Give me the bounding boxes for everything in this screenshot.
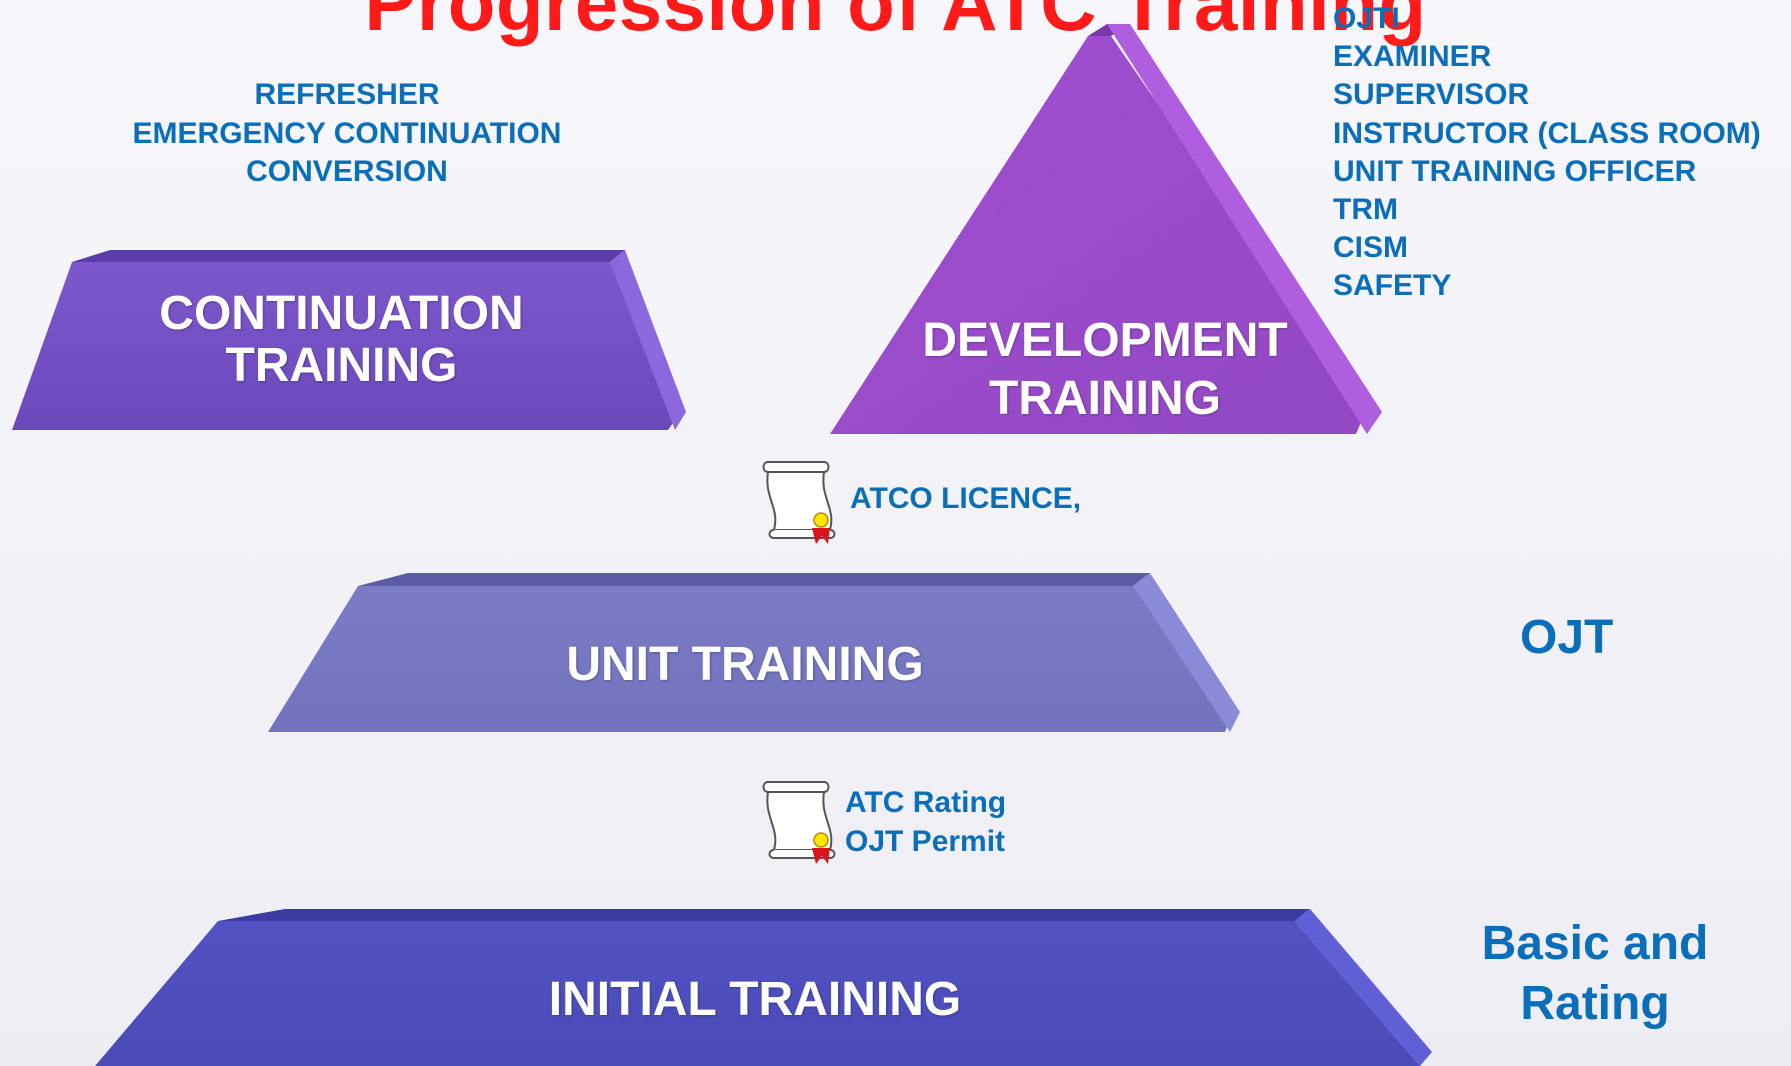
list-item: CISM xyxy=(1333,231,1408,265)
list-item: INSTRUCTOR (CLASS ROOM) xyxy=(1333,116,1761,150)
list-item: OJTI xyxy=(1333,2,1400,35)
continuation-items-list: REFRESHER EMERGENCY CONTINUATION CONVERS… xyxy=(0,76,694,192)
rating-permit-label: ATC Rating OJT Permit xyxy=(845,784,1006,861)
list-item: REFRESHER xyxy=(254,78,440,111)
continuation-label-line1: CONTINUATION xyxy=(159,287,524,340)
development-label-line1: DEVELOPMENT xyxy=(922,314,1288,367)
ojt-side-label: OJT xyxy=(1520,611,1614,664)
list-item: EXAMINER xyxy=(1333,40,1492,74)
atco-licence-label: ATCO LICENCE, xyxy=(850,482,1082,515)
page-title: Progression of ATC Training xyxy=(364,0,1427,47)
ojt-permit-text: OJT Permit xyxy=(845,824,1006,858)
unit-training-label: UNIT TRAINING xyxy=(566,638,924,691)
rating-text: Rating xyxy=(1520,977,1670,1030)
continuation-training-block xyxy=(12,250,686,430)
initial-training-label: INITIAL TRAINING xyxy=(548,973,962,1026)
development-items-list: OJTI EXAMINER SUPERVISOR INSTRUCTOR (CLA… xyxy=(1333,0,1761,306)
atc-rating-text: ATC Rating xyxy=(845,786,1007,819)
continuation-training-label: CONTINUATION TRAINING xyxy=(100,288,583,392)
initial-training-block xyxy=(95,909,1432,1066)
list-item: SAFETY xyxy=(1333,269,1452,303)
certificate-scroll-icon xyxy=(762,461,836,544)
basic-and-text: Basic and xyxy=(1481,917,1709,970)
continuation-label-line2: TRAINING xyxy=(225,339,458,392)
certificate-scroll-icon xyxy=(762,781,836,864)
basic-and-rating-label: Basic and Rating xyxy=(1440,914,1750,1034)
list-item: CONVERSION xyxy=(246,155,448,188)
list-item: EMERGENCY CONTINUATION xyxy=(132,116,562,150)
development-label-line2: TRAINING xyxy=(989,372,1221,425)
list-item: SUPERVISOR xyxy=(1333,78,1530,112)
list-item: UNIT TRAINING OFFICER xyxy=(1333,154,1697,188)
development-training-label: DEVELOPMENT TRAINING xyxy=(880,312,1330,428)
development-training-block xyxy=(830,24,1382,434)
unit-training-block xyxy=(268,573,1240,732)
list-item: TRM xyxy=(1333,193,1398,227)
